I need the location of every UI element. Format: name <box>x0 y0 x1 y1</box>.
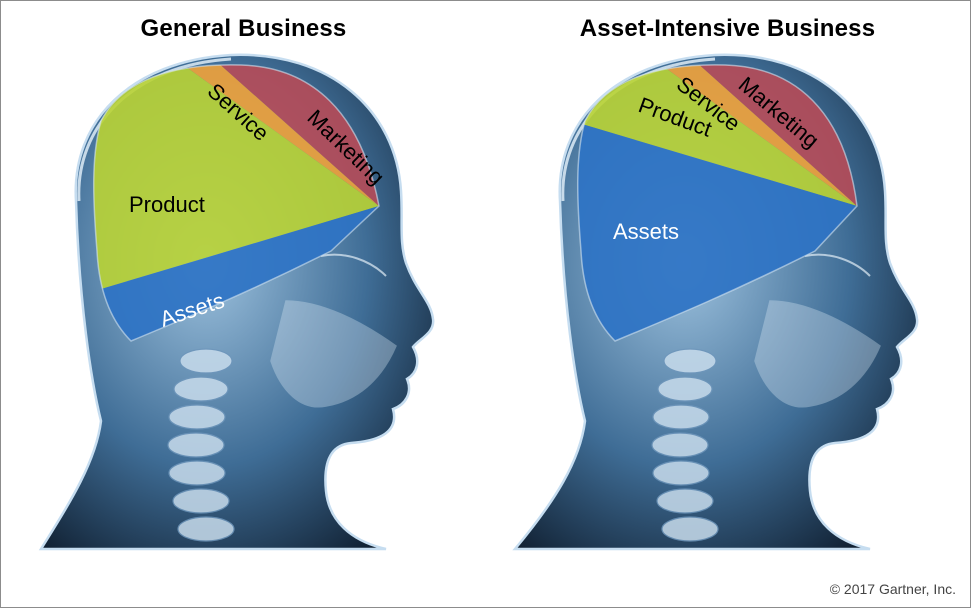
spine-illustration <box>167 348 235 542</box>
copyright-text: © 2017 Gartner, Inc. <box>829 581 956 597</box>
panel-title: Asset-Intensive Business <box>579 15 876 42</box>
panel-general-business: Marketing Service Product Assets General… <box>1 1 486 607</box>
head-illustration: Marketing Service Product Assets <box>38 53 435 551</box>
label-assets: Assets <box>613 219 679 244</box>
segment-product <box>577 64 857 206</box>
panel-asset-intensive-business: Marketing Service Product Assets Asset-I… <box>485 1 970 607</box>
label-product: Product <box>129 192 205 217</box>
segment-product <box>93 64 379 301</box>
spine-illustration <box>651 348 719 542</box>
head-illustration: Marketing Service Product Assets <box>512 53 919 551</box>
panel-title: General Business <box>140 15 347 42</box>
